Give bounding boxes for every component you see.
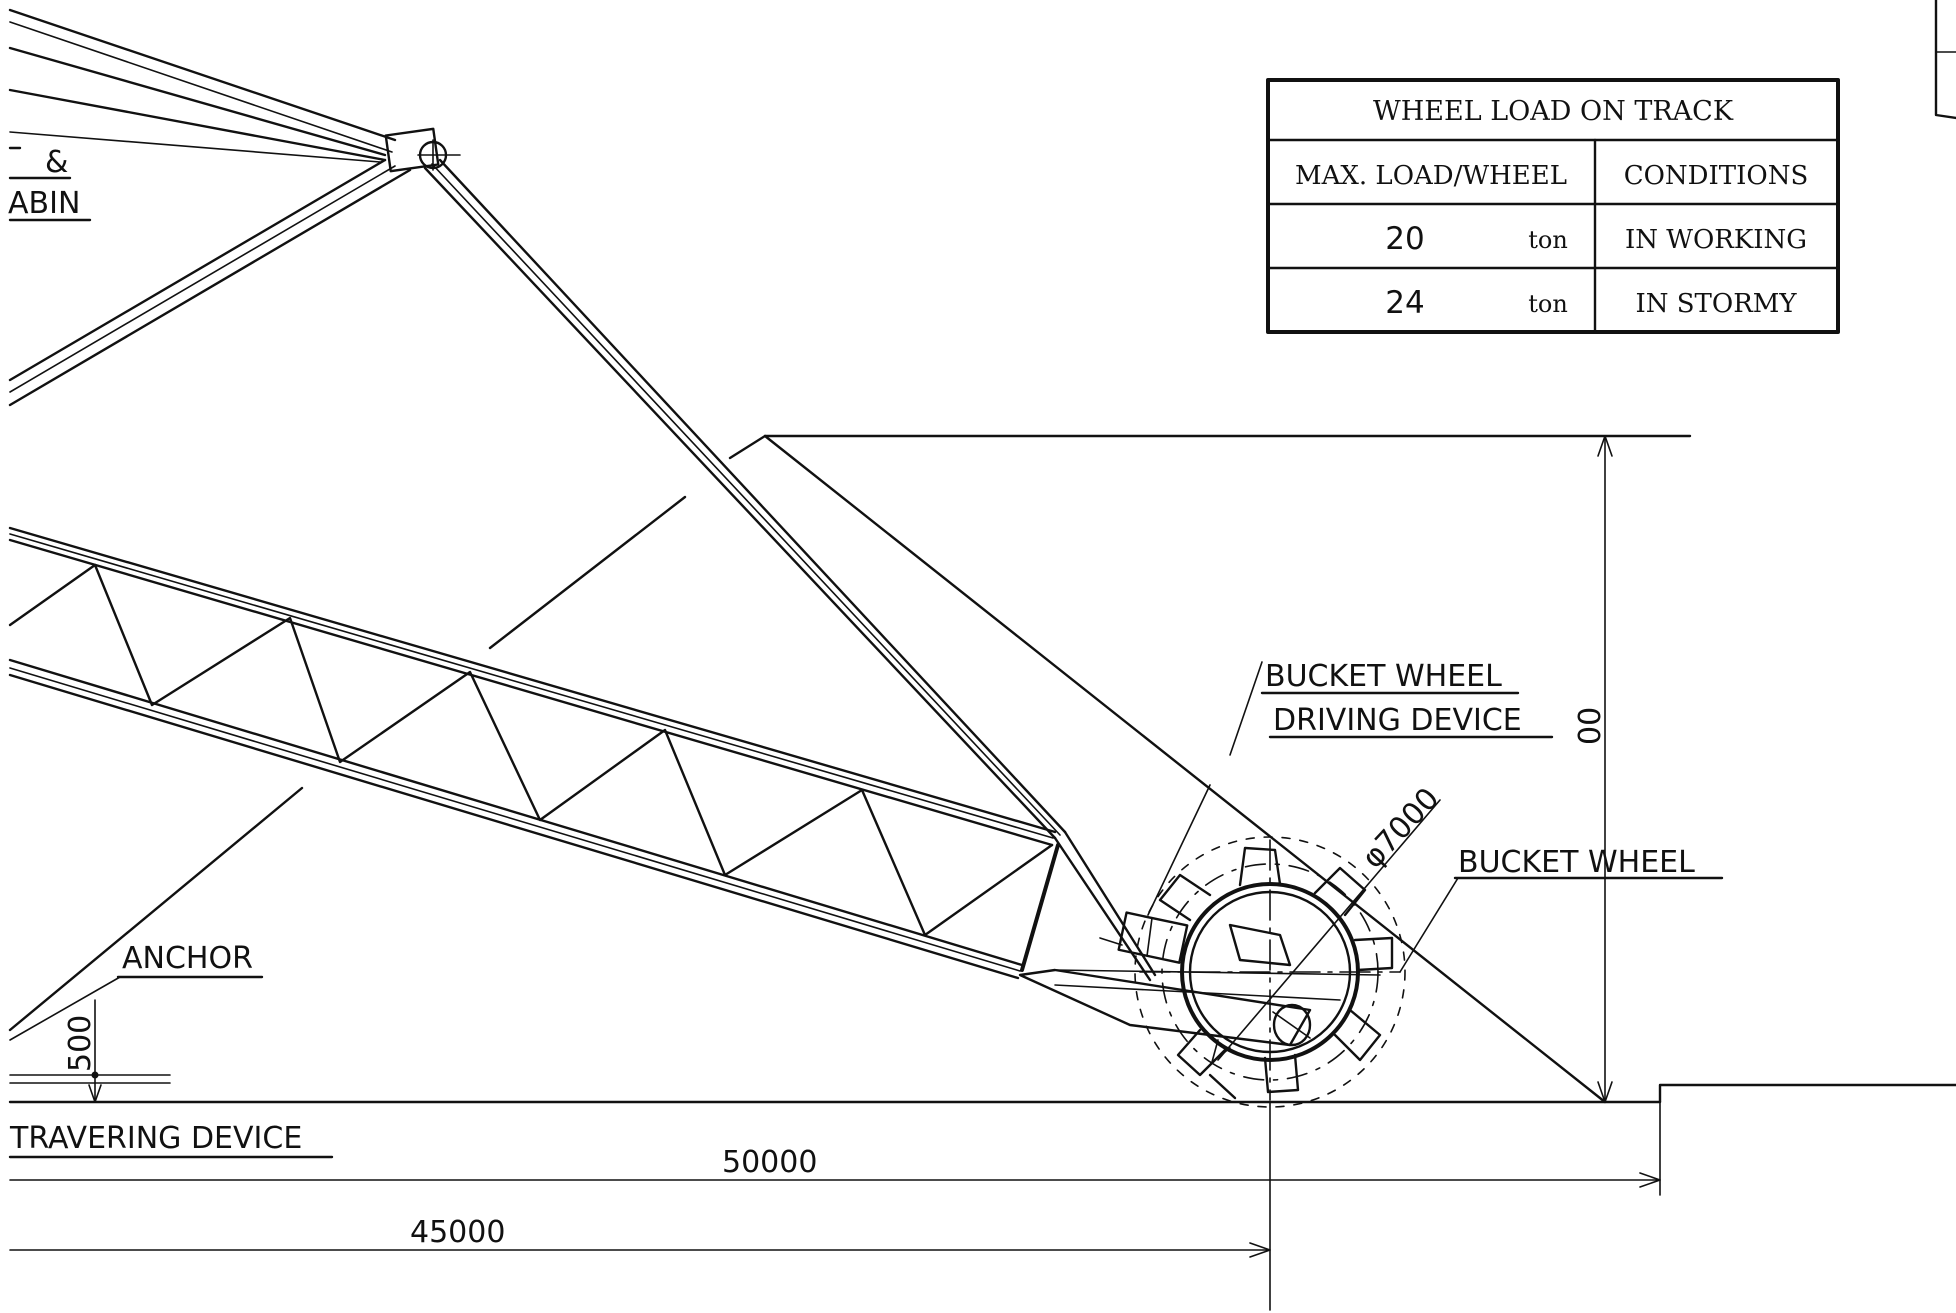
dim-500: 500 xyxy=(63,1015,98,1072)
upper-stays xyxy=(8,8,1157,982)
travering-device-label: TRAVERING DEVICE xyxy=(9,1121,302,1156)
driving-device xyxy=(1099,911,1189,964)
bucket-wheel-driving-label-2: DRIVING DEVICE xyxy=(1273,703,1522,738)
table-row-1-load: 20 xyxy=(1385,221,1424,257)
stockpile-outline xyxy=(8,434,1956,1196)
bucket-wheel xyxy=(1134,836,1406,1108)
table-row-2-condition: IN STORMY xyxy=(1635,289,1797,319)
dim-45000: 45000 xyxy=(410,1215,505,1250)
table-header-conditions: CONDITIONS xyxy=(1624,161,1809,191)
table-row-1-condition: IN WORKING xyxy=(1625,225,1807,255)
dim-50000: 50000 xyxy=(722,1145,817,1180)
anchor-label: ANCHOR xyxy=(122,941,253,976)
table-row-2-unit: ton xyxy=(1528,290,1568,318)
wheel-load-table: WHEEL LOAD ON TRACK MAX. LOAD/WHEEL COND… xyxy=(1266,78,1840,334)
table-header-load: MAX. LOAD/WHEEL xyxy=(1295,161,1567,191)
labels: & ABIN ANCHOR TRAVERING DEVICE BUCKET WH… xyxy=(8,145,1724,1250)
dim-height-partial: 00 xyxy=(1573,707,1608,745)
table-row-2-load: 24 xyxy=(1385,285,1424,321)
bucket-wheel-driving-label-1: BUCKET WHEEL xyxy=(1265,659,1502,694)
bucket-wheel-boom xyxy=(8,526,1381,1047)
corner-frame xyxy=(1934,0,1956,120)
dim-diameter: φ7000 xyxy=(1355,781,1446,875)
table-title: WHEEL LOAD ON TRACK xyxy=(1373,96,1734,127)
dimension-lines xyxy=(9,435,1661,1311)
table-row-1-unit: ton xyxy=(1528,226,1568,254)
partial-label-amp: & xyxy=(45,145,68,180)
bucket-wheel-label: BUCKET WHEEL xyxy=(1458,845,1695,880)
partial-label-cabin: ABIN xyxy=(8,186,80,221)
